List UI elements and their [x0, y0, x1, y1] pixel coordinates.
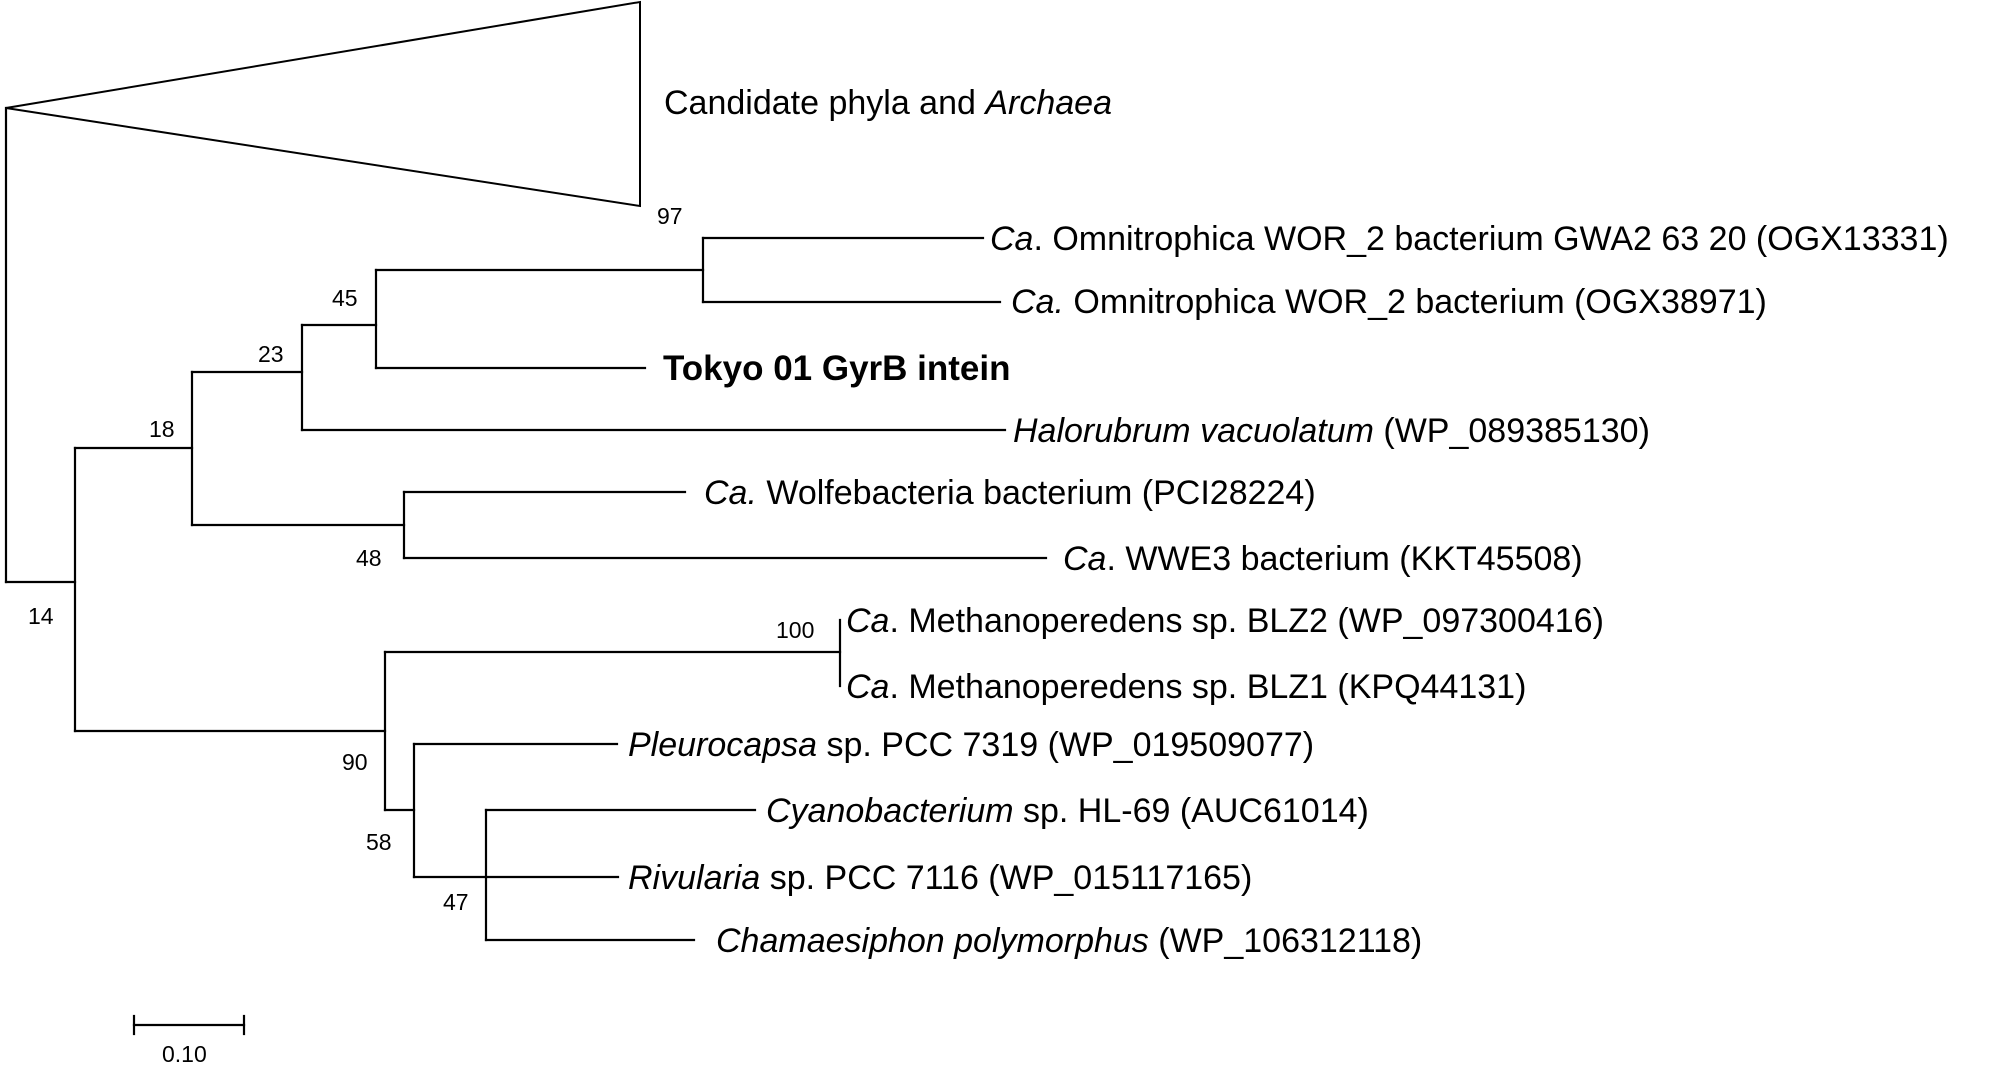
taxon-label: Ca. Methanoperedens sp. BLZ1 (KPQ44131) [846, 668, 1526, 706]
taxon-label: Ca. Omnitrophica WOR_2 bacterium GWA2 63… [990, 220, 1949, 258]
taxon-label: Ca. Omnitrophica WOR_2 bacterium (OGX389… [1011, 283, 1767, 321]
taxon-label: Cyanobacterium sp. HL-69 (AUC61014) [766, 792, 1369, 830]
bootstrap-value: 90 [342, 749, 368, 775]
taxon-label: Ca. WWE3 bacterium (KKT45508) [1063, 540, 1583, 578]
bootstrap-value: 100 [776, 617, 814, 643]
bootstrap-value: 97 [657, 203, 683, 229]
taxon-label: Halorubrum vacuolatum (WP_089385130) [1013, 412, 1650, 450]
taxon-label: Pleurocapsa sp. PCC 7319 (WP_019509077) [628, 726, 1314, 764]
taxon-label: Rivularia sp. PCC 7116 (WP_015117165) [628, 859, 1252, 897]
collapsed-clade-triangle [5, 0, 641, 208]
scale-bar-label: 0.10 [162, 1041, 207, 1067]
bootstrap-value: 14 [28, 603, 54, 629]
taxon-label: Ca. Wolfebacteria bacterium (PCI28224) [704, 474, 1316, 512]
bootstrap-value: 48 [356, 545, 382, 571]
taxon-label: Chamaesiphon polymorphus (WP_106312118) [716, 922, 1422, 960]
bootstrap-value: 58 [366, 829, 392, 855]
bootstrap-value: 18 [149, 416, 175, 442]
collapsed-clade-label: Candidate phyla and Archaea [664, 84, 1112, 122]
bootstrap-value: 47 [443, 889, 469, 915]
taxon-label: Ca. Methanoperedens sp. BLZ2 (WP_0973004… [846, 602, 1604, 640]
taxon-label-highlighted: Tokyo 01 GyrB intein [663, 349, 1011, 388]
bootstrap-value: 23 [258, 341, 284, 367]
bootstrap-value: 45 [332, 285, 358, 311]
